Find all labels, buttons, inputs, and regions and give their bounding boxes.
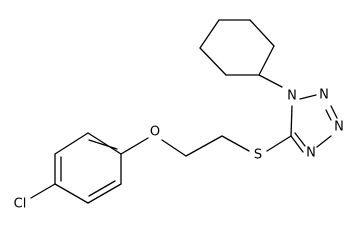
bond-n2-n3: [330, 105, 338, 119]
bond-aryl-cl: [30, 183, 56, 199]
atom-s: S: [254, 148, 262, 163]
bond-cy-n1: [258, 74, 283, 88]
bond-c5-n1: [290, 105, 293, 137]
bond-ch2-o: [161, 139, 187, 157]
tetrazole-ring: [290, 94, 338, 153]
bond-n4-c5-inner: [294, 132, 306, 147]
bond-n3-n4: [316, 135, 332, 148]
bond-ar-5: [87, 183, 122, 204]
molecule-drawing: N N N N S O Cl: [14, 19, 344, 212]
bond-n1-n2: [299, 94, 317, 100]
structure-diagram: N N N N S O Cl: [13, 19, 344, 212]
bond-ch2-ch2: [185, 135, 223, 157]
atom-o: O: [150, 125, 160, 140]
bond-ar-4: [54, 183, 89, 204]
bond-s-ch2: [221, 135, 250, 152]
bond-ar-2: [54, 132, 89, 155]
atom-n2: N: [319, 88, 329, 103]
atom-n1: N: [287, 89, 297, 104]
bond-o-aryl: [120, 137, 149, 155]
bond-n4-c5: [290, 135, 304, 153]
cyclohexyl-ring: [199, 19, 275, 76]
atom-n4: N: [306, 146, 316, 161]
atom-cl: Cl: [14, 197, 27, 212]
bond-cy-6: [199, 19, 220, 49]
bond-c5-s: [266, 135, 292, 152]
bond-ar-1-inner: [88, 139, 118, 150]
bond-cy-3: [258, 45, 275, 76]
atom-n3: N: [334, 120, 344, 135]
bond-cy-2: [249, 19, 275, 47]
bond-ar-5-inner: [88, 180, 116, 197]
chlorophenyl-ring: [54, 132, 122, 204]
bond-n2-n3-inner: [325, 109, 332, 121]
bond-cy-5: [199, 47, 227, 76]
bond-ar-1: [87, 132, 122, 155]
